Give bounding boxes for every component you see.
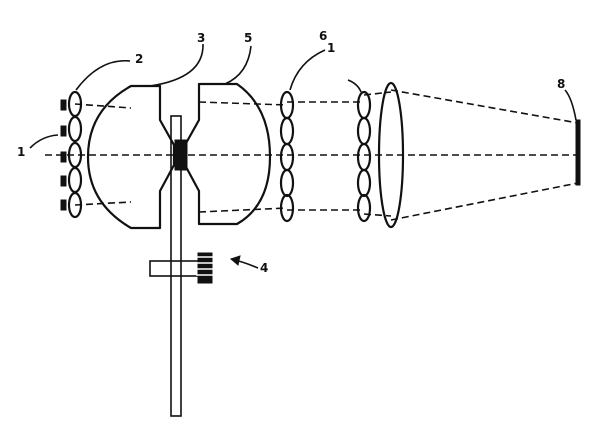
leader-8 bbox=[564, 89, 577, 121]
label-6: 6 bbox=[319, 29, 327, 43]
led-array bbox=[60, 99, 67, 211]
lenslet-array-6 bbox=[279, 90, 295, 223]
label-8: 8 bbox=[557, 77, 565, 91]
lens-3 bbox=[86, 84, 176, 230]
screen bbox=[575, 119, 581, 186]
light-rays bbox=[45, 89, 580, 221]
leader-6 bbox=[289, 49, 326, 91]
leader-second bbox=[347, 79, 362, 93]
leader-3 bbox=[149, 43, 204, 87]
rotating-disk bbox=[170, 115, 182, 417]
gear-icon bbox=[196, 252, 214, 284]
label-2: 2 bbox=[135, 52, 143, 66]
arrow-4 bbox=[230, 255, 259, 269]
label-3: 3 bbox=[197, 31, 205, 45]
label-1: 1 bbox=[17, 145, 25, 159]
leader-1 bbox=[29, 134, 59, 149]
lenslet-array-2 bbox=[356, 90, 372, 223]
label-5: 5 bbox=[244, 31, 252, 45]
lens-5 bbox=[183, 82, 272, 226]
label-6-sub: 1 bbox=[327, 41, 335, 55]
leader-2 bbox=[75, 59, 131, 91]
label-4: 4 bbox=[260, 261, 268, 275]
leader-5 bbox=[224, 45, 252, 85]
